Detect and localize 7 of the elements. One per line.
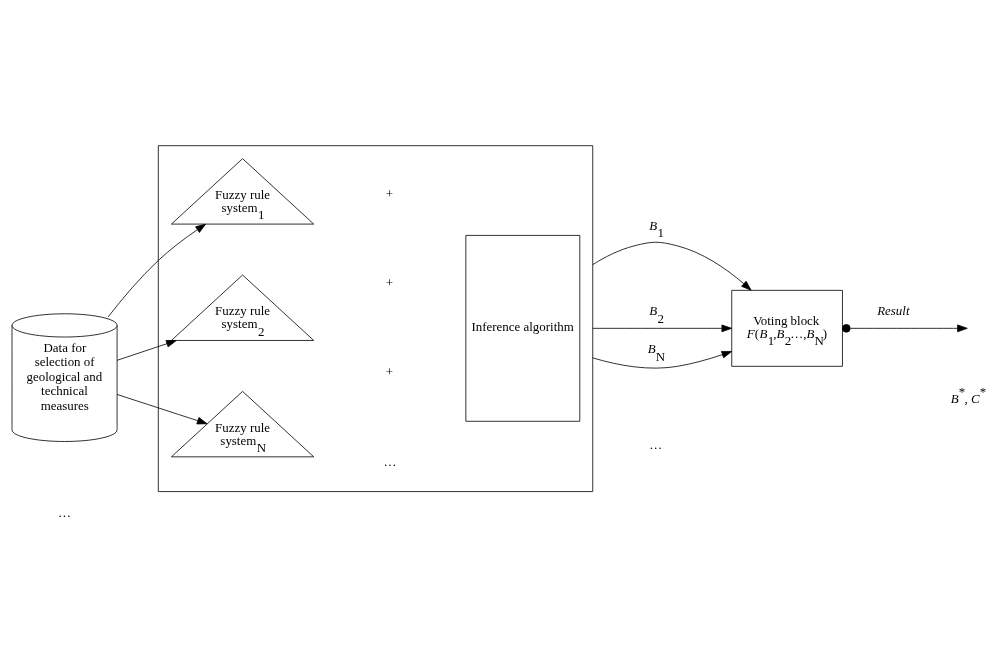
- label: +: [385, 363, 394, 379]
- label: …: [649, 436, 663, 452]
- edge-label: Result: [877, 303, 910, 319]
- label: …: [58, 505, 72, 521]
- label: +: [385, 186, 394, 202]
- label: …: [383, 453, 397, 469]
- label: +: [385, 274, 394, 290]
